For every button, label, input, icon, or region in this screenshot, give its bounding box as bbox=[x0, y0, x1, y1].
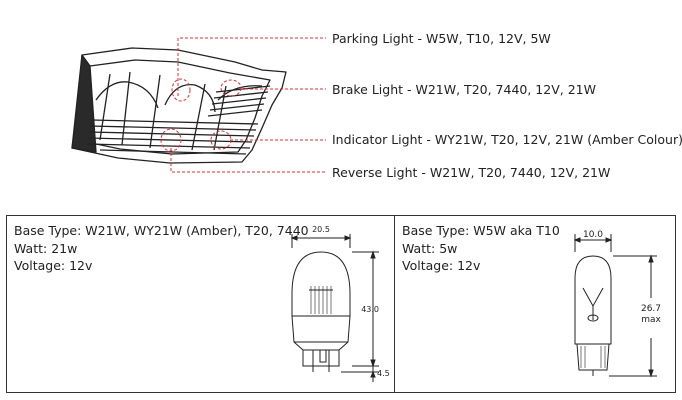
w21w-voltage: Voltage: 12v bbox=[14, 258, 93, 273]
lamp-housing bbox=[71, 47, 287, 164]
indicator-light-label: Indicator Light - WY21W, T20, 12V, 21W (… bbox=[332, 132, 682, 147]
w21w-spec-text: Base Type: W21W, WY21W (Amber), T20, 744… bbox=[14, 222, 309, 275]
reverse-leader bbox=[170, 148, 326, 173]
w5w-height-dim: 26.7 bbox=[641, 304, 661, 314]
brake-light-label: Brake Light - W21W, T20, 7440, 12V, 21W bbox=[332, 82, 596, 97]
w5w-base-type: Base Type: W5W aka T10 bbox=[402, 223, 560, 238]
reverse-marker bbox=[160, 128, 182, 152]
parking-light-label: Parking Light - W5W, T10, 12V, 5W bbox=[332, 31, 551, 46]
w21w-glass bbox=[291, 251, 351, 317]
w5w-spec-panel: Base Type: W5W aka T10 Watt: 5w Voltage:… bbox=[394, 215, 676, 393]
w5w-glass bbox=[574, 255, 612, 345]
parking-leader bbox=[177, 37, 326, 96]
w5w-height-suffix: max bbox=[641, 315, 661, 325]
w21w-base-type: Base Type: W21W, WY21W (Amber), T20, 744… bbox=[14, 223, 309, 238]
w21w-base bbox=[291, 315, 351, 367]
w5w-width-dim: 10.0 bbox=[583, 230, 603, 240]
w5w-bulb-drawing: 10.0 26.7 max bbox=[573, 230, 661, 378]
w21w-width-dim: 20.5 bbox=[312, 225, 330, 234]
w5w-spec-text: Base Type: W5W aka T10 Watt: 5w Voltage:… bbox=[402, 222, 560, 275]
w5w-base bbox=[576, 343, 610, 371]
w21w-pin-dim: 4.5 bbox=[377, 369, 390, 378]
brake-marker bbox=[220, 79, 242, 97]
w21w-spec-panel: Base Type: W21W, WY21W (Amber), T20, 744… bbox=[6, 215, 395, 393]
w5w-voltage: Voltage: 12v bbox=[402, 258, 481, 273]
indicator-marker bbox=[210, 130, 232, 150]
w21w-watt: Watt: 21w bbox=[14, 240, 78, 256]
w5w-watt: Watt: 5w bbox=[402, 240, 458, 256]
tail-lamp-diagram bbox=[71, 47, 287, 164]
w21w-bulb-drawing: 20.5 43.0 4.5 bbox=[290, 225, 390, 382]
w21w-height-dim: 43.0 bbox=[361, 305, 379, 314]
reverse-light-label: Reverse Light - W21W, T20, 7440, 12V, 21… bbox=[332, 165, 611, 180]
callout-leaders bbox=[160, 37, 326, 173]
parking-marker bbox=[171, 78, 191, 102]
